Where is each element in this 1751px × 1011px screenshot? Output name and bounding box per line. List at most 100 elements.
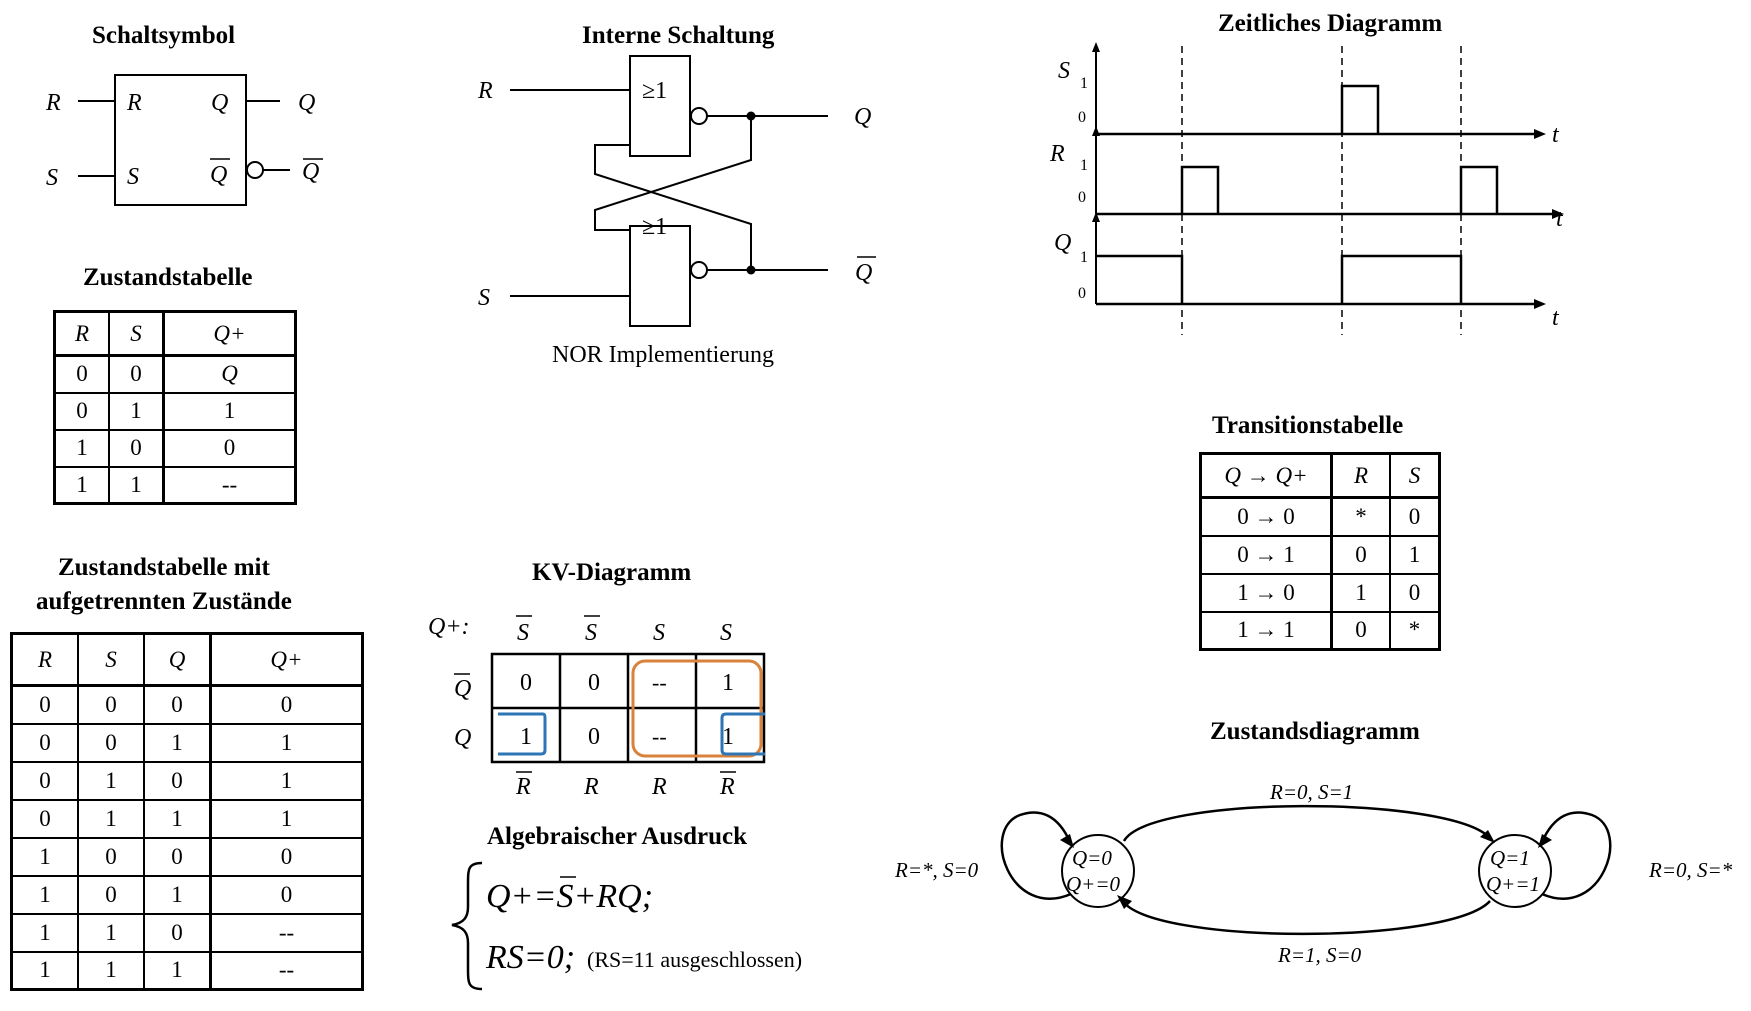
table-cell: 0 — [209, 874, 364, 915]
zeit-r-low: 0 — [1078, 189, 1086, 206]
table-cell: 1 — [209, 798, 364, 839]
transitionstabelle-header-s: S — [1389, 452, 1441, 499]
table-cell: * — [1389, 610, 1441, 651]
zustandstabelle-title: Zustandstabelle — [83, 264, 253, 291]
table-cell: 1 — [77, 798, 145, 839]
kv-bottom-header: R — [651, 774, 667, 800]
kv-cell: 1 — [722, 724, 734, 750]
table-cell: 0 — [143, 760, 212, 801]
aufgetrennt-header-qplus: Q+ — [209, 632, 364, 687]
algebra-title: Algebraischer Ausdruck — [487, 823, 747, 850]
table-cell: 1 — [143, 950, 212, 991]
zeit-r-high: 1 — [1080, 157, 1088, 174]
table-cell: 1 — [143, 874, 212, 915]
table-cell: 1 — [77, 912, 145, 953]
loop-left-label: R=*, S=0 — [894, 858, 979, 882]
table-cell: 1 → 1 — [1199, 610, 1333, 651]
table-cell: 1 — [209, 760, 364, 801]
kv-title: KV-Diagramm — [532, 559, 692, 586]
transitionstabelle: Q → Q+ R S 0 → 0 * 0 0 → 1 0 1 1 → 0 1 0… — [1199, 452, 1441, 651]
table-cell: 1 — [10, 950, 79, 991]
edge-bottom-label: R=1, S=0 — [1277, 943, 1362, 967]
schaltsymbol-output-qbar: Q — [302, 159, 319, 185]
table-cell: 1 — [209, 722, 364, 763]
kv-bottom-header: R — [515, 774, 531, 800]
table-cell: 0 — [209, 836, 364, 877]
schaltsymbol-box-qbar: Q — [210, 162, 227, 188]
table-cell: 0 — [77, 836, 145, 877]
kv-cell: 1 — [520, 724, 532, 750]
state-1 — [1478, 834, 1552, 908]
schaltsymbol-input-r: R — [45, 90, 61, 116]
transitionstabelle-header-r: R — [1330, 452, 1392, 499]
table-cell: 0 — [143, 684, 212, 725]
table-cell: 1 — [10, 874, 79, 915]
zeitdiagramm-title: Zeitliches Diagramm — [1218, 10, 1443, 37]
table-cell: 1 — [1330, 572, 1392, 613]
kv-cell: 0 — [588, 724, 600, 750]
aufgetrennt-header-q: Q — [143, 632, 212, 687]
schaltung-gate-bottom-label: ≥1 — [642, 214, 667, 240]
schaltung-input-r: R — [477, 78, 493, 104]
schaltsymbol-output-q: Q — [298, 90, 315, 116]
table-cell: 1 — [10, 912, 79, 953]
schaltung-output-qbar: Q — [855, 260, 872, 286]
table-cell: Q — [162, 354, 297, 394]
kv-diagram: Q+: S S S S Q Q 0 0 -- 1 1 0 -- 1 R R R … — [428, 614, 766, 800]
zustandstabelle-header-qplus: Q+ — [162, 310, 297, 357]
state-1-line2: Q+=1 — [1486, 872, 1540, 896]
table-cell: 0 — [77, 874, 145, 915]
table-cell: 0 — [77, 722, 145, 763]
table-cell: 0 — [162, 428, 297, 468]
schaltsymbol-box-r: R — [126, 90, 142, 116]
kv-row-header: Q — [454, 725, 471, 751]
table-cell: 0 — [143, 836, 212, 877]
kv-cell: -- — [652, 670, 667, 695]
table-cell: 0 — [53, 391, 110, 431]
schaltung-diagram: R S ≥1 ≥1 Q Q NOR Implementierung — [477, 55, 876, 368]
zeit-s-name: S — [1058, 58, 1070, 84]
kv-col-header: S — [720, 620, 732, 646]
kv-cell: 0 — [520, 670, 532, 696]
table-cell: 1 — [77, 760, 145, 801]
zustandsdiagramm: Q=0 Q+=0 Q=1 Q+=1 R=0, S=1 R=1, S=0 R=*,… — [894, 780, 1733, 967]
table-cell: 0 → 0 — [1199, 496, 1333, 537]
table-cell: 0 — [108, 354, 165, 394]
table-cell: 0 — [1389, 496, 1441, 537]
zustandstabelle-header-r: R — [53, 310, 110, 357]
schaltsymbol-title: Schaltsymbol — [92, 22, 236, 49]
schaltung-caption: NOR Implementierung — [552, 342, 774, 368]
table-cell: 1 → 0 — [1199, 572, 1333, 613]
table-cell: -- — [162, 465, 297, 505]
kv-col-header: S — [653, 620, 665, 646]
table-cell: 0 — [1330, 610, 1392, 651]
table-cell: -- — [209, 912, 364, 953]
table-cell: 1 — [1389, 534, 1441, 575]
table-cell: 1 — [53, 465, 110, 505]
schaltsymbol-input-s: S — [46, 165, 58, 191]
algebra-note: (RS=11 ausgeschlossen) — [587, 947, 802, 972]
loop-right-label: R=0, S=* — [1648, 858, 1733, 882]
zustandsdiagramm-title: Zustandsdiagramm — [1210, 718, 1420, 745]
aufgetrennt-title-line2: aufgetrennten Zustände — [36, 588, 292, 615]
zustandstabelle-header-s: S — [108, 310, 165, 357]
zeit-q-name: Q — [1054, 230, 1071, 256]
table-cell: 1 — [162, 391, 297, 431]
table-cell: 1 — [53, 428, 110, 468]
state-0-line1: Q=0 — [1072, 846, 1112, 870]
table-cell: 1 — [77, 950, 145, 991]
zeit-r-axis: t — [1556, 206, 1564, 232]
kv-bottom-header: R — [583, 774, 599, 800]
table-cell: 0 — [53, 354, 110, 394]
table-cell: * — [1330, 496, 1392, 537]
schaltung-gate-top-label: ≥1 — [642, 78, 667, 104]
table-cell: 1 — [143, 798, 212, 839]
kv-cell: -- — [652, 724, 667, 749]
table-cell: 0 — [1330, 534, 1392, 575]
table-cell: 0 — [10, 684, 79, 725]
table-cell: 0 — [10, 798, 79, 839]
aufgetrennt-title-line1: Zustandstabelle mit — [57, 554, 270, 581]
zeit-s-high: 1 — [1080, 75, 1088, 92]
kv-col-header: S — [585, 620, 597, 646]
